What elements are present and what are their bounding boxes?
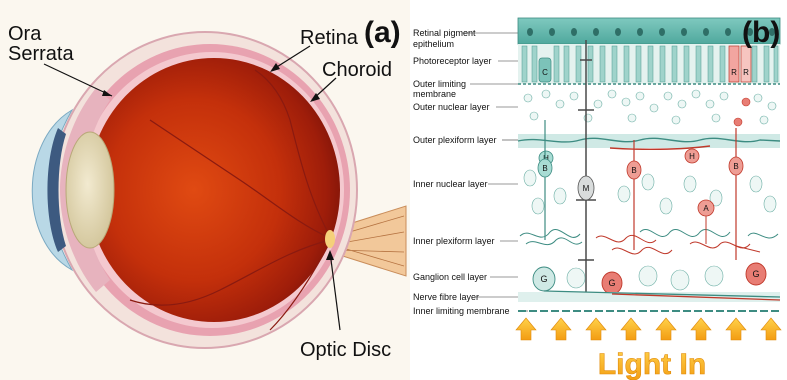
layer-label-ilm: Inner limiting membrane [413, 306, 510, 316]
cone-letter: C [542, 68, 548, 77]
optic-disc-label: Optic Disc [300, 339, 391, 361]
vitreous-body [88, 58, 340, 322]
panel-b-letter: (b) [742, 16, 780, 49]
layer-label-nerve-fibre: Nerve fibre layer [413, 292, 479, 302]
rpe-layer [518, 18, 780, 44]
layer-label-inner-nuclear: Inner nuclear layer [413, 179, 488, 189]
layer-label-photoreceptor: Photoreceptor layer [413, 56, 492, 66]
ganglion-letter-3: G [752, 269, 759, 279]
layer-label-outer-plexiform: Outer plexiform layer [413, 135, 497, 145]
panel-a-eye-diagram: Ora Serrata Retina Choroid Optic Disc (a… [0, 0, 410, 380]
layer-label-rpe-2: epithelium [413, 39, 454, 49]
amacrine-letter: A [703, 204, 709, 213]
layer-label-outer-nuclear: Outer nuclear layer [413, 102, 490, 112]
muller-letter: M [583, 184, 590, 193]
lens [66, 132, 114, 248]
optic-disc [325, 230, 335, 248]
layer-label-ganglion: Ganglion cell layer [413, 272, 487, 282]
bipolar-letter-2: B [631, 166, 636, 175]
rod-letter-2: R [743, 68, 749, 77]
layer-label-inner-plexiform: Inner plexiform layer [413, 236, 495, 246]
photoreceptor-layer: C R R [518, 44, 780, 84]
ora-label-line-1: Ora [8, 23, 42, 45]
ganglion-letter-1: G [540, 274, 547, 284]
ganglion-letter-2: G [608, 278, 615, 288]
panel-b-retina-layers: Retinal pigment epithelium Photoreceptor… [410, 0, 787, 380]
bipolar-letter-3: B [733, 162, 738, 171]
horizontal-letter-2: H [689, 152, 695, 161]
retina-label: Retina [300, 27, 359, 49]
choroid-label: Choroid [322, 59, 392, 81]
rod-letter-1: R [731, 68, 737, 77]
ora-label-line-2: Serrata [8, 43, 74, 65]
layer-label-olm-1: Outer limiting [413, 79, 466, 89]
panel-a-letter: (a) [364, 16, 401, 49]
layer-label-olm-2: membrane [413, 89, 456, 99]
light-in-label: Light In [598, 348, 706, 380]
bipolar-letter-1: B [542, 164, 547, 173]
